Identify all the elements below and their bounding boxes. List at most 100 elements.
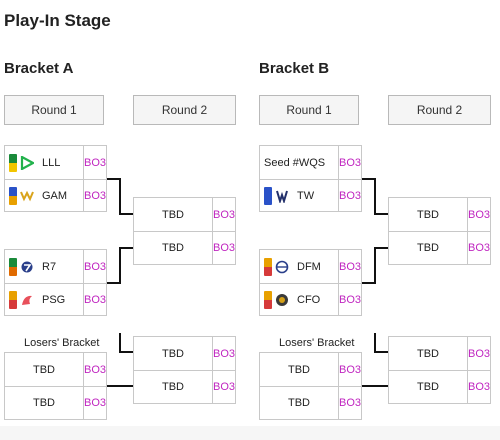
match-format: BO3 bbox=[83, 284, 106, 316]
team-row[interactable]: CFO BO3 bbox=[260, 283, 361, 316]
bracket-connector bbox=[119, 213, 133, 215]
match-format: BO3 bbox=[83, 353, 106, 386]
bracket-a-round1-header: Round 1 bbox=[4, 95, 104, 125]
team-name: TBD bbox=[288, 397, 310, 409]
match-format: BO3 bbox=[467, 198, 490, 231]
team-row[interactable]: Seed #WQS BO3 bbox=[260, 146, 361, 179]
footer-bar bbox=[0, 426, 500, 440]
tw-logo-icon bbox=[275, 189, 289, 203]
team-row[interactable]: TBD BO3 bbox=[134, 198, 235, 231]
bracket-connector bbox=[119, 333, 121, 352]
team-name: GAM bbox=[42, 190, 68, 202]
bracket-a-round2-match-1[interactable]: TBD BO3 TBD BO3 bbox=[133, 197, 236, 265]
bracket-connector bbox=[119, 247, 133, 249]
team-row[interactable]: DFM BO3 bbox=[260, 250, 361, 283]
bracket-b-title: Bracket B bbox=[259, 60, 330, 77]
bracket-connector bbox=[107, 178, 120, 180]
gam-logo-icon bbox=[20, 189, 34, 203]
region-flag-icon bbox=[9, 257, 17, 276]
team-row[interactable]: TBD BO3 bbox=[260, 353, 361, 386]
bracket-a-match-1[interactable]: LLL BO3 GAM BO3 bbox=[4, 145, 107, 212]
bracket-b-match-2[interactable]: DFM BO3 CFO BO3 bbox=[259, 249, 362, 316]
team-row[interactable]: LLL BO3 bbox=[5, 146, 106, 179]
region-flag-icon bbox=[264, 291, 272, 309]
team-row[interactable]: TBD BO3 bbox=[260, 386, 361, 419]
team-name: TBD bbox=[162, 208, 184, 221]
team-row[interactable]: GAM BO3 bbox=[5, 179, 106, 212]
match-format: BO3 bbox=[212, 198, 235, 231]
match-format: BO3 bbox=[467, 371, 490, 403]
bracket-b-losers-match[interactable]: TBD BO3 TBD BO3 bbox=[259, 352, 362, 420]
match-format: BO3 bbox=[338, 180, 361, 212]
match-format: BO3 bbox=[338, 387, 361, 419]
match-format: BO3 bbox=[338, 250, 361, 283]
bracket-connector bbox=[374, 351, 388, 353]
match-format: BO3 bbox=[338, 353, 361, 386]
team-row[interactable]: TBD BO3 bbox=[389, 231, 490, 264]
team-row[interactable]: R7 BO3 bbox=[5, 250, 106, 283]
page-title: Play-In Stage bbox=[4, 11, 111, 30]
r7-logo-icon bbox=[20, 260, 34, 274]
team-name: TBD bbox=[417, 208, 439, 221]
team-row[interactable]: TBD BO3 bbox=[389, 337, 490, 370]
team-row[interactable]: TBD BO3 bbox=[389, 198, 490, 231]
team-row[interactable]: TBD BO3 bbox=[5, 353, 106, 386]
team-row[interactable]: TBD BO3 bbox=[134, 370, 235, 403]
match-format: BO3 bbox=[467, 232, 490, 264]
bracket-connector bbox=[107, 282, 120, 284]
bracket-connector bbox=[374, 333, 376, 352]
match-format: BO3 bbox=[467, 337, 490, 370]
team-name: TBD bbox=[417, 347, 439, 360]
bracket-connector bbox=[374, 247, 376, 284]
match-format: BO3 bbox=[212, 337, 235, 370]
team-row[interactable]: TW BO3 bbox=[260, 179, 361, 212]
match-format: BO3 bbox=[212, 371, 235, 403]
team-name: DFM bbox=[297, 260, 321, 273]
region-flag-icon bbox=[264, 187, 272, 205]
team-name: TBD bbox=[417, 381, 439, 393]
bracket-b-losers-label: Losers' Bracket bbox=[279, 337, 355, 349]
bracket-a-round2-header: Round 2 bbox=[133, 95, 236, 125]
team-name: TBD bbox=[33, 363, 55, 376]
team-name: TBD bbox=[33, 397, 55, 409]
match-format: BO3 bbox=[212, 232, 235, 264]
team-row[interactable]: PSG BO3 bbox=[5, 283, 106, 316]
team-row[interactable]: TBD BO3 bbox=[389, 370, 490, 403]
bracket-connector bbox=[119, 178, 121, 215]
region-flag-icon bbox=[9, 187, 17, 205]
bracket-connector bbox=[374, 178, 376, 215]
region-flag-icon bbox=[9, 153, 17, 172]
bracket-connector bbox=[374, 247, 388, 249]
bracket-connector bbox=[119, 247, 121, 284]
match-format: BO3 bbox=[83, 180, 106, 212]
team-row[interactable]: TBD BO3 bbox=[5, 386, 106, 419]
team-row[interactable]: TBD BO3 bbox=[134, 231, 235, 264]
team-name: TW bbox=[297, 190, 315, 202]
bracket-b-round1-header: Round 1 bbox=[259, 95, 359, 125]
team-name: Seed #WQS bbox=[264, 156, 326, 169]
team-name: TBD bbox=[162, 381, 184, 393]
bracket-b-match-1[interactable]: Seed #WQS BO3 TW BO3 bbox=[259, 145, 362, 212]
match-format: BO3 bbox=[83, 387, 106, 419]
bracket-b-round2-match-1[interactable]: TBD BO3 TBD BO3 bbox=[388, 197, 491, 265]
match-format: BO3 bbox=[83, 146, 106, 179]
bracket-b-round2-match-2[interactable]: TBD BO3 TBD BO3 bbox=[388, 336, 491, 404]
cfo-logo-icon bbox=[275, 293, 289, 307]
bracket-connector bbox=[119, 351, 133, 353]
team-row[interactable]: TBD BO3 bbox=[134, 337, 235, 370]
region-flag-icon bbox=[9, 291, 17, 309]
bracket-a-round2-match-2[interactable]: TBD BO3 TBD BO3 bbox=[133, 336, 236, 404]
bracket-a-losers-match[interactable]: TBD BO3 TBD BO3 bbox=[4, 352, 107, 420]
region-flag-icon bbox=[264, 257, 272, 276]
bracket-a-match-2[interactable]: R7 BO3 PSG BO3 bbox=[4, 249, 107, 316]
bracket-connector bbox=[107, 385, 133, 387]
team-name: R7 bbox=[42, 260, 57, 273]
team-name: CFO bbox=[297, 294, 321, 306]
team-name: TBD bbox=[162, 347, 184, 360]
bracket-connector bbox=[374, 213, 388, 215]
bracket-connector bbox=[362, 385, 388, 387]
team-name: LLL bbox=[42, 156, 61, 169]
bracket-a-losers-label: Losers' Bracket bbox=[24, 337, 100, 349]
match-format: BO3 bbox=[338, 284, 361, 316]
lll-logo-icon bbox=[20, 155, 34, 170]
